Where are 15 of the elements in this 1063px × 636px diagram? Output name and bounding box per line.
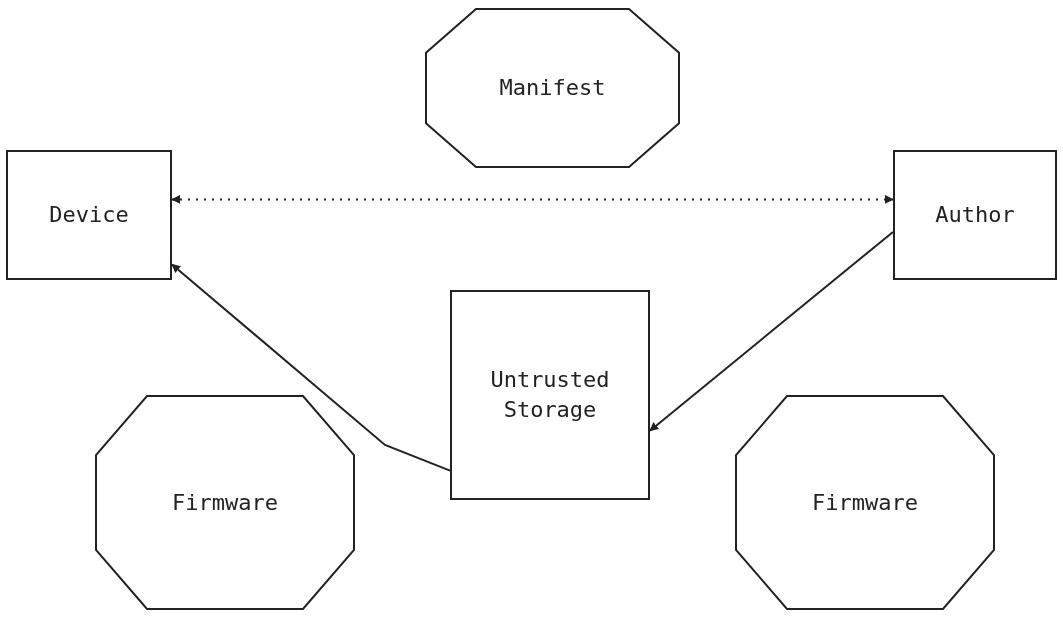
octagon-node [425,8,680,168]
octagon-node [735,395,995,610]
process-box [450,290,650,500]
octagon-node [95,395,355,610]
arrow [171,263,451,472]
node-label: Firmware [171,488,279,517]
node-label: Firmware [811,488,919,517]
arrow [171,194,894,204]
node-label: Device [48,201,130,229]
node-label: Author [934,201,1016,229]
process-box [6,150,172,280]
process-box [893,150,1057,280]
node-label: Manifest [498,74,607,102]
arrow [649,230,894,432]
node-label: Untrusted Storage [489,366,611,424]
